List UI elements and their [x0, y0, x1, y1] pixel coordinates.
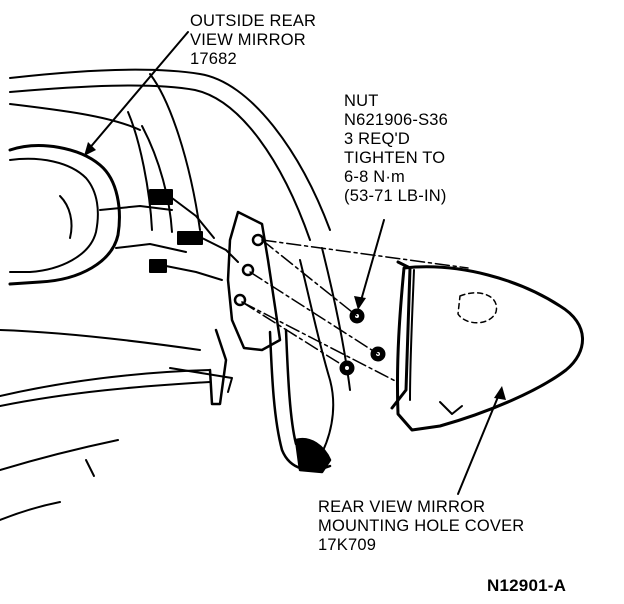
callout-mirror-line-2: VIEW MIRROR: [190, 31, 306, 49]
nut-3: [339, 360, 355, 376]
leader-nut: [359, 219, 385, 305]
mounting-bracket: [208, 210, 282, 406]
callout-nut: NUT N621906-S36 3 REQ'D TIGHTEN TO 6-8 N…: [344, 92, 448, 206]
callout-cover-line-2: MOUNTING HOLE COVER: [318, 517, 525, 535]
callout-nut-line-5: 6-8 N·m: [344, 168, 405, 186]
figure-id: N12901-A: [487, 576, 567, 595]
callout-nut-line-1: NUT: [344, 92, 379, 110]
leader-cover: [457, 391, 501, 495]
callout-cover-line-1: REAR VIEW MIRROR: [318, 498, 486, 516]
leader-lines: [87, 31, 501, 495]
callout-cover-line-3: 17K709: [318, 536, 377, 554]
callout-nut-line-4: TIGHTEN TO: [344, 149, 446, 167]
leader-arrowheads: [84, 142, 506, 400]
mounting-hole-cover: [390, 260, 584, 432]
door-frame: [9, 68, 351, 461]
mirror-housing: [8, 144, 187, 286]
callout-mounting-hole-cover: REAR VIEW MIRROR MOUNTING HOLE COVER 17K…: [318, 498, 524, 555]
callout-outside-rear-view-mirror: OUTSIDE REAR VIEW MIRROR 17682: [190, 12, 316, 69]
harness-clip: [268, 328, 332, 474]
leader-mirror: [87, 31, 189, 151]
callout-mirror-line-3: 17682: [190, 50, 237, 68]
callout-mirror-line-1: OUTSIDE REAR: [190, 12, 317, 30]
callout-nut-line-3: 3 REQ'D: [344, 130, 410, 148]
wiring-harness: [149, 189, 239, 281]
callout-nut-line-2: N621906-S36: [344, 111, 449, 129]
door-sill: [0, 329, 233, 521]
nuts: [339, 308, 386, 376]
callout-nut-line-6: (53-71 LB-IN): [344, 187, 447, 205]
